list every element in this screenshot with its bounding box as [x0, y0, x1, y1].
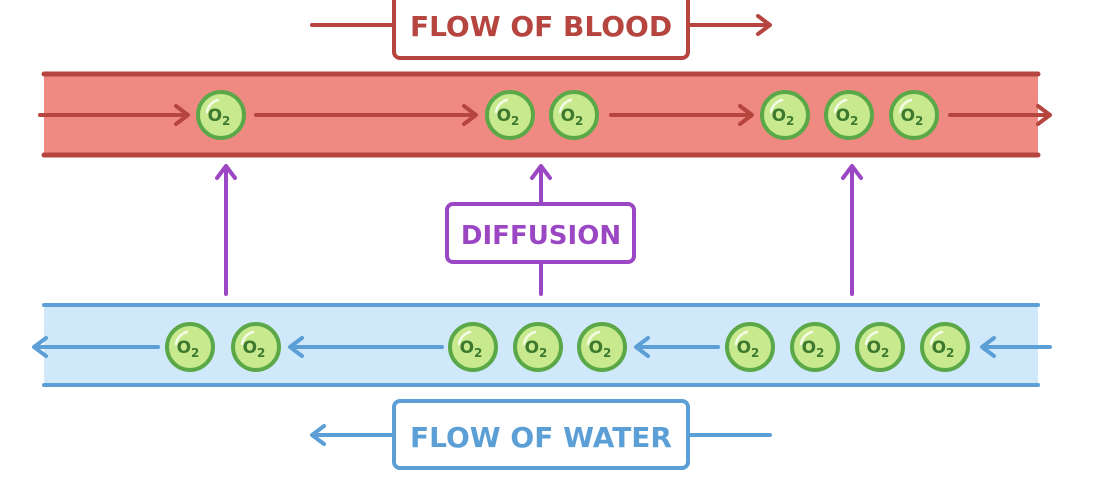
o2-molecule: O2: [165, 322, 215, 372]
o2-molecule: O2: [760, 90, 810, 140]
o2-molecule: O2: [920, 322, 970, 372]
o2-molecule: O2: [824, 90, 874, 140]
blood-label-arrowhead: [756, 14, 772, 36]
o2-molecule-circle: [196, 90, 246, 140]
o2-molecule-highlight: [457, 330, 472, 346]
o2-molecule: O2: [855, 322, 905, 372]
o2-molecule: O2: [549, 90, 599, 140]
o2-molecule-label: O2: [867, 338, 890, 360]
o2-molecule-circle: [725, 322, 775, 372]
o2-molecule: O2: [513, 322, 563, 372]
blood-flow-arrowhead: [1036, 104, 1052, 126]
diffusion-arrowhead: [215, 164, 237, 180]
blood-flow-arrowhead: [174, 104, 190, 126]
o2-molecule-highlight: [734, 330, 749, 346]
o2-molecule-circle: [760, 90, 810, 140]
o2-molecule-highlight: [769, 98, 784, 114]
blood-vessel: [41, 71, 1041, 158]
o2-molecule-label: O2: [737, 338, 760, 360]
o2-molecule-label: O2: [901, 106, 924, 128]
diffusion-label-box: [445, 202, 636, 264]
o2-molecule-circle: [577, 322, 627, 372]
o2-molecule-label: O2: [561, 106, 584, 128]
o2-molecule-label: O2: [802, 338, 825, 360]
o2-molecule-label: O2: [772, 106, 795, 128]
o2-molecule-label: O2: [208, 106, 231, 128]
water-flow-arrowhead: [32, 336, 48, 358]
water-flow-label-text: FLOW OF WATER: [410, 421, 672, 454]
blood-flow-arrowhead: [462, 104, 478, 126]
water-flow-arrowhead: [288, 336, 304, 358]
water-flow-arrowhead: [634, 336, 650, 358]
o2-molecule-circle: [448, 322, 498, 372]
o2-molecule-label: O2: [243, 338, 266, 360]
o2-molecule-highlight: [586, 330, 601, 346]
o2-molecule-highlight: [494, 98, 509, 114]
o2-molecule-circle: [513, 322, 563, 372]
o2-molecule-highlight: [929, 330, 944, 346]
o2-molecule-highlight: [833, 98, 848, 114]
water-flow-label-box: [392, 399, 690, 470]
blood-vessel-body: [44, 74, 1038, 155]
o2-molecule-circle: [549, 90, 599, 140]
o2-molecule-highlight: [558, 98, 573, 114]
o2-molecule-circle: [485, 90, 535, 140]
o2-molecule-circle: [889, 90, 939, 140]
o2-molecule-highlight: [240, 330, 255, 346]
water-flow-arrowhead: [980, 336, 996, 358]
diffusion-arrowhead: [530, 164, 552, 180]
diffusion-label-text: DIFFUSION: [461, 221, 621, 251]
o2-molecule: O2: [485, 90, 535, 140]
water-flow-arrows: [32, 336, 1052, 358]
diffusion-arrows: DIFFUSION: [215, 164, 863, 296]
o2-molecule-label: O2: [525, 338, 548, 360]
o2-molecule-circle: [824, 90, 874, 140]
o2-molecule: O2: [448, 322, 498, 372]
o2-molecule-highlight: [522, 330, 537, 346]
water-label-arrowhead: [310, 424, 326, 446]
diffusion-arrowhead: [841, 164, 863, 180]
o2-molecule-label: O2: [460, 338, 483, 360]
blood-flow-label: FLOW OF BLOOD: [310, 0, 772, 60]
o2-molecule: O2: [725, 322, 775, 372]
o2-molecule: O2: [196, 90, 246, 140]
blood-flow-arrows: [38, 104, 1052, 126]
o2-molecule: O2: [231, 322, 281, 372]
o2-molecule-label: O2: [589, 338, 612, 360]
o2-molecule-label: O2: [932, 338, 955, 360]
o2-molecule: O2: [889, 90, 939, 140]
o2-molecule-circle: [855, 322, 905, 372]
o2-molecule-label: O2: [497, 106, 520, 128]
o2-molecule-highlight: [799, 330, 814, 346]
blood-flow-label-text: FLOW OF BLOOD: [410, 10, 672, 43]
o2-molecule-circle: [920, 322, 970, 372]
o2-molecule-highlight: [898, 98, 913, 114]
o2-molecule-highlight: [205, 98, 220, 114]
blood-flow-arrowhead: [738, 104, 754, 126]
o2-molecule-circle: [165, 322, 215, 372]
o2-molecule-circle: [231, 322, 281, 372]
o2-molecule: O2: [577, 322, 627, 372]
o2-molecule-label: O2: [836, 106, 859, 128]
water-flow-label: FLOW OF WATER: [310, 399, 772, 470]
o2-molecule-highlight: [864, 330, 879, 346]
o2-molecule: O2: [790, 322, 840, 372]
o2-molecule-highlight: [174, 330, 189, 346]
o2-molecule-circle: [790, 322, 840, 372]
blood-flow-label-box: [392, 0, 690, 60]
o2-molecule-label: O2: [177, 338, 200, 360]
